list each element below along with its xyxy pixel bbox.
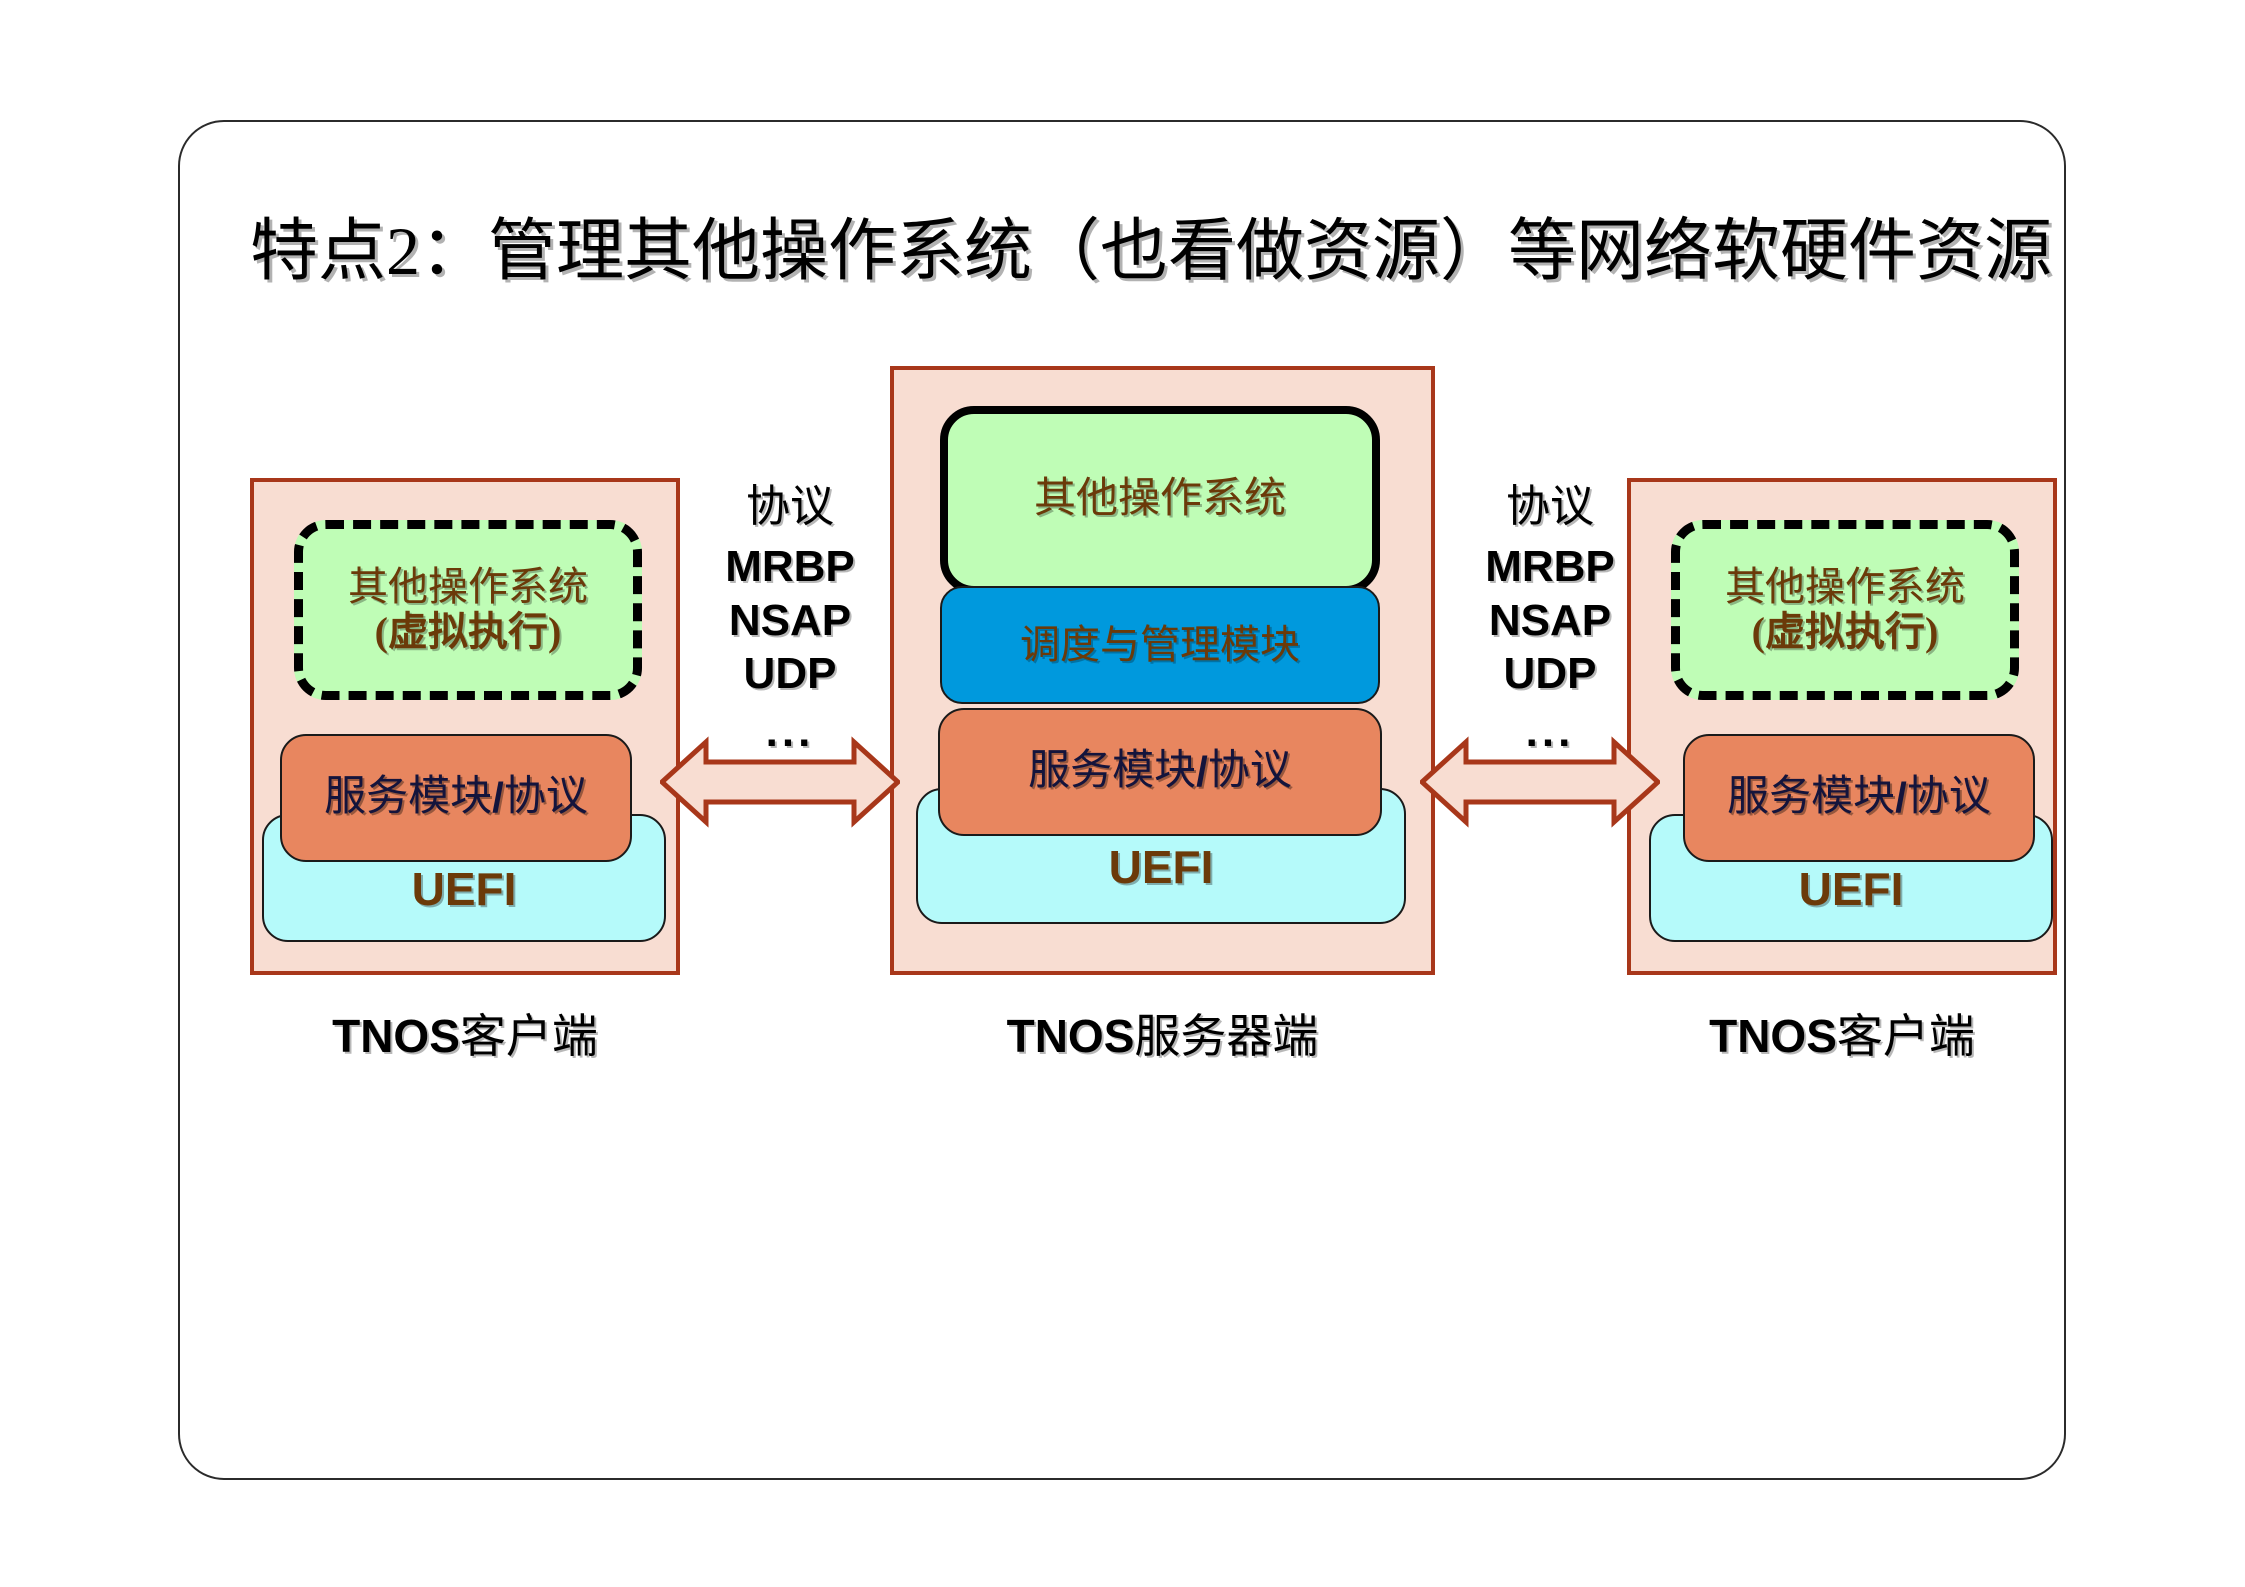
double-arrow-left [658, 736, 902, 828]
protocol-nsap: NSAP [728, 595, 852, 645]
protocol-heading: 协议 [746, 482, 834, 531]
protocol-stack-left: 协议 MRBP NSAP UDP ... [690, 470, 890, 757]
os-box-client-left: 其他操作系统 (虚拟执行) [294, 520, 642, 700]
double-arrow-right-icon [1418, 736, 1662, 828]
protocol-mrbp: MRBP [725, 542, 855, 591]
service-label-pre: 服务模块 [1028, 748, 1197, 795]
uefi-label: UEFI [411, 863, 517, 916]
protocol-ellipsis: ... [1525, 707, 1575, 757]
uefi-label: UEFI [1108, 841, 1214, 894]
service-label-post: 协议 [503, 774, 588, 821]
scheduler-module-server: 调度与管理模块 [940, 586, 1380, 704]
double-arrow-left-icon [658, 736, 902, 828]
protocol-ellipsis: ... [765, 707, 815, 757]
service-label-pre: 服务模块 [1727, 774, 1896, 821]
protocol-udp: UDP [743, 649, 837, 699]
caption-latin: TNOS [332, 1010, 460, 1062]
caption-client-left: TNOS客户端 [250, 1000, 680, 1066]
caption-server: TNOS服务器端 [890, 1000, 1435, 1066]
caption-cjk: 客户端 [459, 1011, 598, 1062]
panel-client-left: 其他操作系统 (虚拟执行) 服务模块/协议 UEFI [250, 478, 680, 975]
panel-server: 其他操作系统 调度与管理模块 服务模块/协议 UEFI [890, 366, 1435, 975]
protocol-udp: UDP [1503, 649, 1597, 699]
os-box-line2: (虚拟执行) [1751, 609, 1939, 654]
os-box-client-right: 其他操作系统 (虚拟执行) [1671, 520, 2019, 700]
service-module-client-left: 服务模块/协议 [280, 734, 632, 862]
os-box-line1: 其他操作系统 [1725, 564, 1965, 610]
panel-client-right: 其他操作系统 (虚拟执行) 服务模块/协议 UEFI [1627, 478, 2057, 975]
service-label-post: 协议 [1207, 748, 1292, 795]
service-module-client-right: 服务模块/协议 [1683, 734, 2035, 862]
caption-cjk: 客户端 [1836, 1011, 1975, 1062]
caption-cjk: 服务器端 [1134, 1011, 1319, 1062]
service-label-slash: / [1196, 748, 1208, 796]
service-label-post: 协议 [1906, 774, 1991, 821]
os-box-label: 其他操作系统 [1033, 476, 1286, 523]
protocol-mrbp: MRBP [1485, 542, 1615, 591]
service-module-server: 服务模块/协议 [938, 708, 1382, 836]
double-arrow-right [1418, 736, 1662, 828]
page-title: 特点2：管理其他操作系统（也看做资源）等网络软硬件资源 [250, 213, 2053, 289]
service-label-slash: / [492, 774, 504, 822]
os-box-line1: 其他操作系统 [348, 564, 588, 610]
caption-latin: TNOS [1709, 1010, 1837, 1062]
protocol-stack-right: 协议 MRBP NSAP UDP ... [1450, 470, 1650, 757]
caption-latin: TNOS [1006, 1010, 1135, 1062]
caption-client-right: TNOS客户端 [1627, 1000, 2057, 1066]
uefi-label: UEFI [1798, 863, 1904, 916]
os-box-server: 其他操作系统 [940, 406, 1380, 594]
scheduler-label: 调度与管理模块 [1020, 621, 1300, 667]
service-label-pre: 服务模块 [324, 774, 493, 821]
service-label-slash: / [1895, 774, 1907, 822]
protocol-nsap: NSAP [1488, 595, 1612, 645]
os-box-line2: (虚拟执行) [374, 609, 562, 654]
protocol-heading: 协议 [1506, 482, 1594, 531]
